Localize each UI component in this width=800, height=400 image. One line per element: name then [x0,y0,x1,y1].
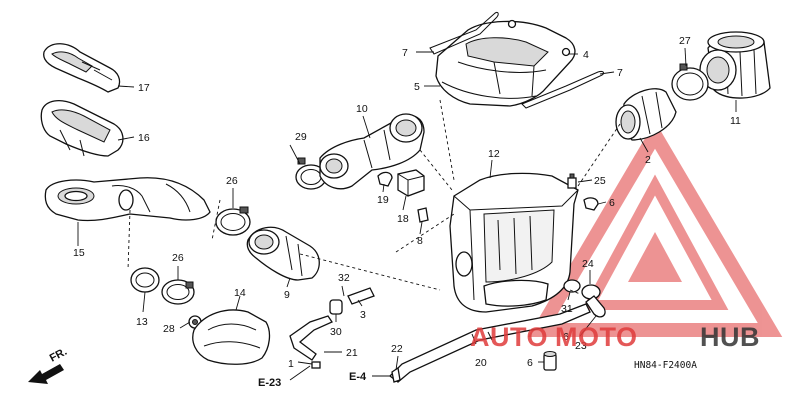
part-5-cover [435,19,576,107]
part-26-clamp-upper [215,206,251,236]
callout-12: 12 [488,148,500,160]
part-19-clip [377,171,393,187]
callout-8-mid: 8 [417,235,423,247]
part-21-hose [289,315,333,361]
part-8-drain-cap [543,351,557,371]
ref-e23: E-23 [258,377,281,389]
callout-11: 11 [730,115,741,127]
callout-1: 1 [288,358,294,370]
part-7-strap-left [429,11,499,55]
callout-15: 15 [73,247,85,259]
callout-7-right: 7 [617,67,623,79]
callout-22: 22 [391,343,403,355]
part-31-drain-plug [563,279,581,293]
callout-27: 27 [679,35,691,47]
leader-lines [77,47,737,381]
part-18-sensor-box [397,169,425,197]
part-30-joint [329,299,343,315]
direction-label: FR. [48,346,69,365]
callout-26-upper: 26 [226,175,238,187]
part-16-duct-cover [40,99,124,157]
callout-4: 4 [583,49,589,61]
watermark-moto: MOTO [555,322,638,352]
part-13-band [130,267,160,293]
watermark-auto: AUTO [470,322,548,352]
callout-10: 10 [356,103,368,115]
ref-e4: E-4 [349,371,367,383]
callout-6-lower: 6 [563,331,569,343]
drawing-code: HN84-F2400A [634,360,697,371]
part-6-clip-right [583,197,599,211]
callout-17: 17 [138,82,150,94]
callout-24: 24 [582,258,594,270]
callout-26-lower: 26 [172,252,184,264]
callout-28: 28 [163,323,175,335]
part-27-band [671,63,709,101]
callout-6-bottom: 6 [527,357,533,369]
part-24-clamp [581,284,601,300]
part-14-lower-duct [192,309,271,365]
callout-3: 3 [360,309,366,321]
callout-5: 5 [414,81,420,93]
part-23-tube [585,295,606,318]
part-9-connecting-tube [246,226,320,281]
callout-14: 14 [234,287,246,299]
callout-18: 18 [397,213,409,225]
callout-30: 30 [330,326,342,338]
part-7-strap-right [521,71,605,109]
part-10-throttle-tube [319,113,425,190]
callout-21: 21 [346,347,358,359]
callout-19: 19 [377,194,389,206]
callout-7-left: 7 [402,47,408,59]
callout-labels: 17 16 15 29 10 26 9 13 26 28 14 19 18 8 … [73,35,741,370]
part-26-clamp-lower [161,279,195,305]
part-15-intake-duct [44,177,211,222]
watermark-logo [527,121,783,337]
callout-23: 23 [575,340,587,352]
watermark-brand: AUTO MOTO HUB [470,322,760,352]
callout-16: 16 [138,132,150,144]
part-8-clip-mid [417,207,429,223]
callout-20: 20 [475,357,487,369]
callout-2: 2 [645,154,651,166]
callout-9: 9 [284,289,290,301]
callout-31: 31 [561,303,573,315]
part-17-cover [43,43,121,93]
part-12-air-cleaner-case [449,172,579,313]
callout-29: 29 [295,131,307,143]
callout-6-right: 6 [609,197,615,209]
part-32-fitting [347,287,375,305]
callout-13: 13 [136,316,148,328]
part-11-air-filter [699,31,771,99]
part-22-clip [391,366,401,383]
part-25-bolt [567,173,577,189]
part-1-clip [311,361,321,369]
callout-32: 32 [338,272,350,284]
part-20-breather-hose [389,303,591,383]
watermark-hub: HUB [700,322,760,352]
part-2-inlet-tube [615,88,677,141]
front-direction-arrow: FR. [28,346,69,384]
callout-25: 25 [594,175,606,187]
